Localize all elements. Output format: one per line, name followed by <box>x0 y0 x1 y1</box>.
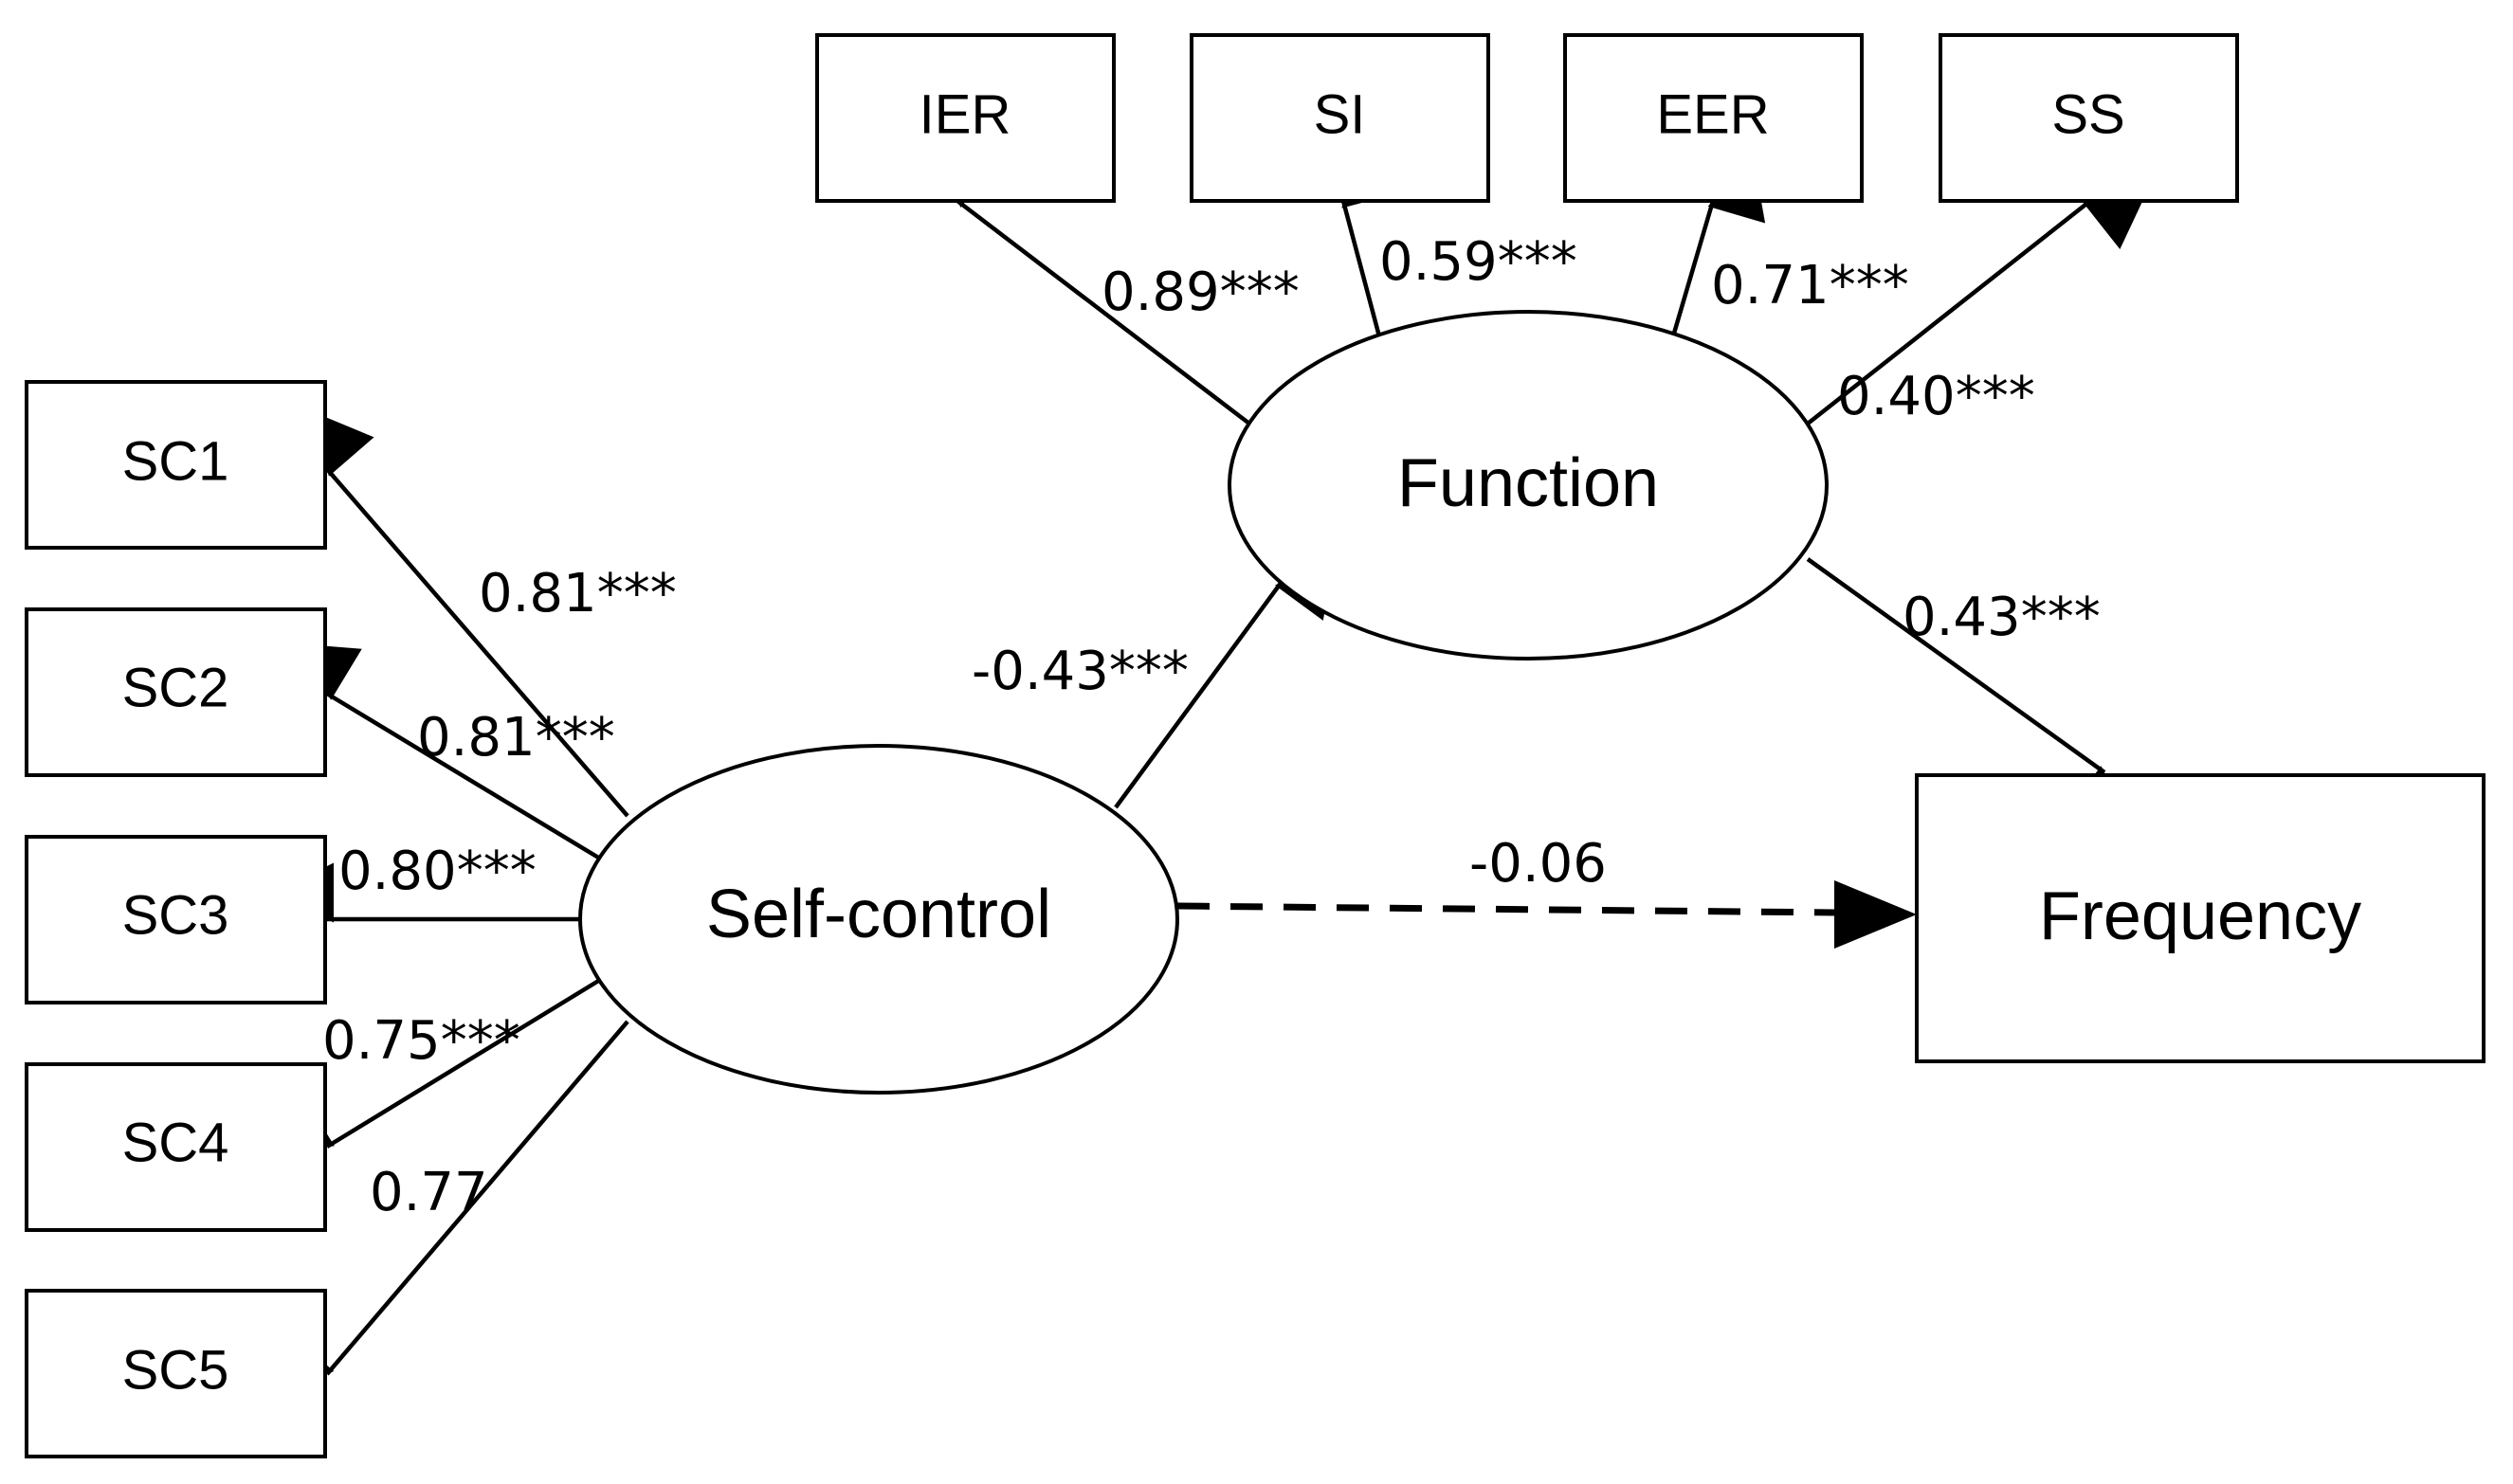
path-function-to-ss <box>1806 189 2149 425</box>
node-sc2-label: SC2 <box>122 657 229 718</box>
node-sc5-label: SC5 <box>122 1339 229 1401</box>
path-selfcontrol-to-sc5 <box>272 1020 629 1398</box>
node-sc1-label: SC1 <box>122 430 229 492</box>
arrowhead-frequency <box>1834 880 1917 949</box>
path-selfcontrol-to-sc4 <box>267 978 602 1152</box>
node-ss-label: SS <box>2051 83 2124 145</box>
path-selfcontrol-to-sc2 <box>295 643 602 860</box>
path-selfcontrol-to-sc1 <box>312 411 629 818</box>
coef-selfcontrol-sc2: 0.81*** <box>417 707 615 769</box>
node-sc2: SC2 <box>25 607 327 777</box>
node-sc3-label: SC3 <box>122 884 229 946</box>
path-function-to-ier <box>931 147 1251 425</box>
node-sc5: SC5 <box>25 1289 327 1458</box>
path-function-to-frequency <box>1806 557 2133 825</box>
node-ier-label: IER <box>920 83 1011 145</box>
coef-selfcontrol-sc5: 0.77 <box>370 1162 488 1223</box>
coef-function-eer: 0.71*** <box>1711 255 1909 317</box>
node-eer-label: EER <box>1656 83 1769 145</box>
coef-selfcontrol-frequency: -0.06 <box>1469 833 1607 895</box>
node-ss: SS <box>1939 33 2239 203</box>
node-frequency: Frequency <box>1915 773 2486 1063</box>
coef-selfcontrol-sc1: 0.81*** <box>479 563 677 624</box>
latent-self-control: Self-control <box>578 744 1179 1095</box>
node-ier: IER <box>815 33 1116 203</box>
latent-function-label: Function <box>1397 445 1659 521</box>
node-si: SI <box>1190 33 1490 203</box>
latent-self-control-label: Self-control <box>706 877 1051 952</box>
coef-function-si: 0.59*** <box>1379 231 1577 293</box>
coef-selfcontrol-function: -0.43*** <box>972 641 1189 702</box>
coef-selfcontrol-sc3: 0.80*** <box>338 841 537 902</box>
node-sc1: SC1 <box>25 380 327 550</box>
coef-function-frequency: 0.43*** <box>1903 587 2101 648</box>
node-sc4-label: SC4 <box>122 1112 229 1173</box>
coef-function-ss: 0.40*** <box>1837 366 2035 427</box>
path-function-to-eer <box>1670 157 1766 337</box>
path-selfcontrol-to-frequency <box>1176 902 1836 916</box>
coef-function-ier: 0.89*** <box>1102 262 1300 323</box>
node-sc4: SC4 <box>25 1062 327 1232</box>
node-sc3: SC3 <box>25 835 327 1004</box>
coef-selfcontrol-sc4: 0.75*** <box>322 1010 520 1072</box>
node-eer: EER <box>1563 33 1864 203</box>
latent-function: Function <box>1228 310 1829 661</box>
path-function-to-si <box>1340 142 1400 337</box>
node-frequency-label: Frequency <box>2039 878 2361 954</box>
node-si-label: SI <box>1314 83 1366 145</box>
path-selfcontrol-to-function <box>1114 554 1335 809</box>
